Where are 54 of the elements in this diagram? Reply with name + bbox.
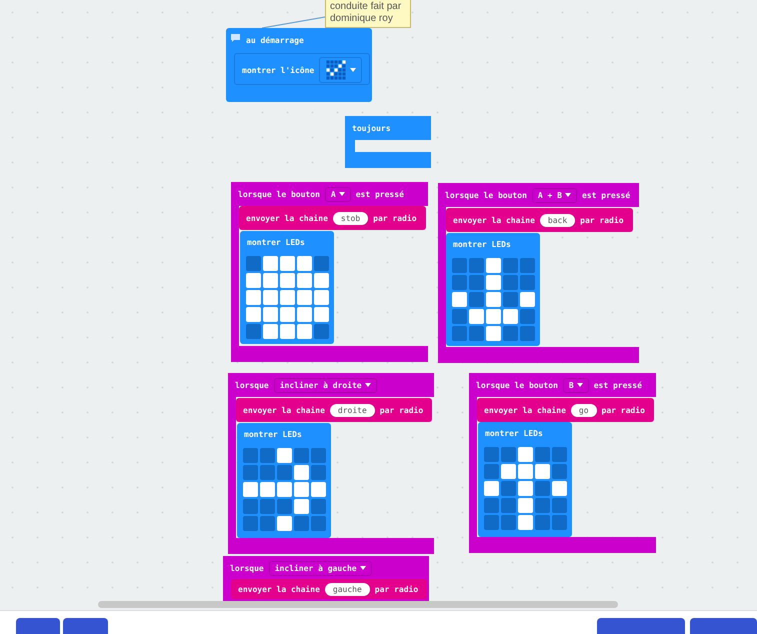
block-label: toujours [352, 124, 391, 132]
event-block [228, 373, 434, 554]
event-block [223, 556, 429, 601]
block-label: envoyer la chaine [484, 406, 566, 414]
show-icon-block [234, 53, 370, 85]
block-label: lorsque le bouton [476, 380, 558, 390]
block-label: montrer l'icône [242, 66, 314, 74]
block-label: par radio [374, 584, 418, 594]
leader-line [262, 16, 326, 28]
radio-send-block [446, 208, 633, 232]
string-field: droite [330, 404, 375, 416]
dropdown: incliner à gauche [268, 560, 372, 576]
block-label: lorsque [235, 380, 269, 390]
block-label: par radio [373, 214, 417, 222]
block-label: par radio [580, 216, 624, 224]
block-label: montrer LEDs [247, 238, 305, 246]
show-leds-block [237, 423, 331, 538]
show-leds-block [478, 422, 572, 537]
block-label: envoyer la chaine [453, 216, 535, 224]
event-block [438, 183, 639, 363]
block-label: par radio [602, 406, 645, 414]
radio-send-block [236, 398, 432, 422]
block-label: montrer LEDs [485, 428, 543, 438]
block-label: est pressé [356, 190, 404, 198]
string-field: gauche [324, 582, 370, 596]
comment-note: conduite fait par dominique roy [325, 0, 411, 28]
string-field: stob [332, 212, 368, 224]
block-label: envoyer la chaine [246, 214, 328, 222]
radio-send-block [477, 398, 654, 422]
block-label: est pressé [594, 380, 642, 390]
event-block [469, 373, 656, 553]
dropdown: A + B [532, 188, 577, 202]
forever-loop-block [345, 116, 431, 168]
show-leds-block [240, 231, 334, 344]
radio-send-block [239, 206, 426, 230]
dropdown: A [324, 186, 351, 202]
string-field: go [570, 404, 597, 416]
block-label: lorsque [230, 564, 264, 572]
block-label: montrer LEDs [453, 240, 511, 248]
block-label: lorsque le bouton [445, 190, 527, 200]
block-label: envoyer la chaine [243, 406, 325, 414]
string-field: back [540, 214, 576, 226]
block-label: par radio [380, 406, 424, 414]
block-label: lorsque le bouton [238, 190, 320, 198]
block-label: est pressé [582, 190, 630, 200]
dropdown: incliner à droite [274, 378, 377, 392]
start-block [226, 28, 372, 102]
event-block [231, 182, 428, 362]
block-label: montrer LEDs [244, 430, 302, 438]
block-label: au démarrage [246, 36, 304, 44]
dropdown: B [562, 378, 589, 392]
show-leds-block [446, 233, 540, 346]
radio-send-block [231, 579, 427, 599]
block-label: envoyer la chaine [238, 584, 320, 594]
